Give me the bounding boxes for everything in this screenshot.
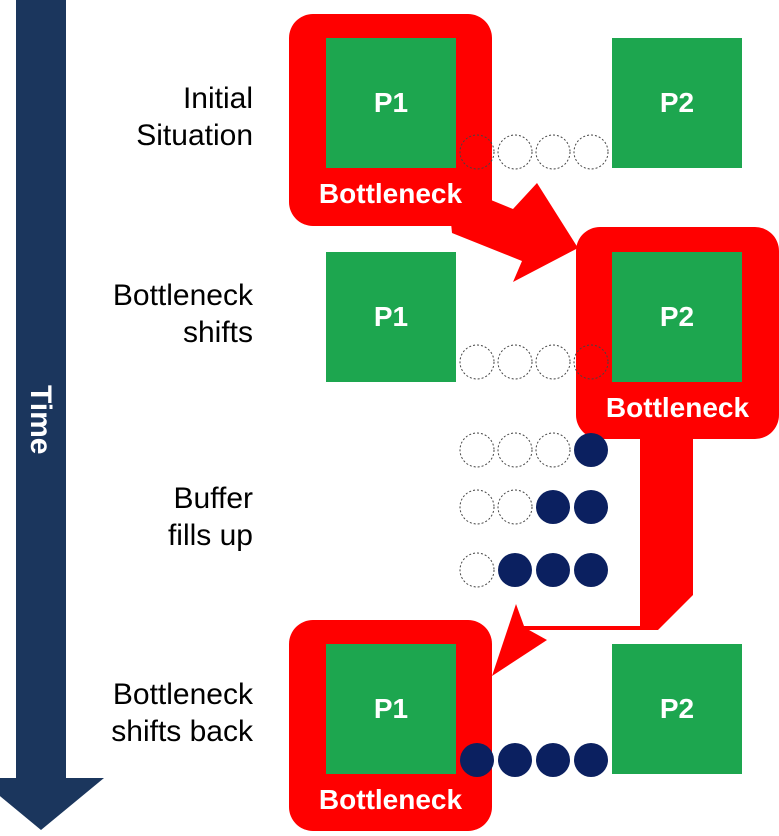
- stage-label-fills-line1: Buffer: [173, 482, 254, 515]
- stage-label-initial: Initial Situation: [136, 80, 253, 154]
- buffer-initial-item-1-empty: [459, 134, 495, 170]
- stage-label-shifts-line1: Bottleneck: [112, 279, 253, 312]
- machine-label-p1-shifts: P1: [373, 301, 409, 332]
- machine-label-p2-initial: P2: [659, 87, 695, 118]
- buffer-back-item-4-filled: [574, 743, 608, 777]
- buffer-fill-row-1-item-4-filled: [574, 433, 608, 467]
- buffer-fill-row-3-item-3-filled: [536, 553, 570, 587]
- machine-label-p1-initial: P1: [373, 87, 409, 118]
- machine-p2-initial: [612, 38, 742, 168]
- stage-label-shifts: Bottleneck shifts: [113, 277, 253, 351]
- buffer-shifts-item-3-empty: [535, 344, 571, 380]
- buffer-initial: [459, 134, 609, 170]
- buffer-fill-row-3-item-4-filled: [574, 553, 608, 587]
- stage-label-back-line2: shifts back: [111, 715, 253, 748]
- machine-p1-back: [326, 644, 456, 774]
- machine-p1-initial: [326, 38, 456, 168]
- time-axis-label: Time: [24, 385, 57, 455]
- stage-label-back-line1: Bottleneck: [112, 678, 253, 711]
- machine-p1-shifts: [326, 252, 456, 382]
- machine-label-p1-back: P1: [373, 693, 409, 724]
- buffer-initial-item-2-empty: [497, 134, 533, 170]
- buffer-fill-row-1-item-1-empty: [459, 432, 495, 468]
- buffer-back-item-1-filled: [460, 743, 494, 777]
- stage-label-fills: Buffer fills up: [168, 480, 253, 554]
- stage-label-initial-line1: Initial: [182, 82, 253, 115]
- machine-label-p2-back: P2: [659, 693, 695, 724]
- stage-label-back: Bottleneck shifts back: [111, 676, 253, 750]
- stage-label-shifts-line2: shifts: [182, 316, 253, 349]
- buffer-fill-row-2: [459, 489, 608, 525]
- buffer-fill-row-1: [459, 432, 608, 468]
- buffer-shifts: [459, 344, 609, 380]
- buffer-back-item-3-filled: [536, 743, 570, 777]
- buffer-shifts-item-2-empty: [497, 344, 533, 380]
- bottleneck-label-shifts: Bottleneck: [605, 392, 750, 423]
- buffer-shifts-item-4-empty: [573, 344, 609, 380]
- bottleneck-label-initial: Bottleneck: [318, 178, 463, 209]
- buffer-back-item-2-filled: [498, 743, 532, 777]
- time-arrow: [0, 0, 104, 830]
- buffer-fill-row-3: [459, 552, 608, 588]
- buffer-fill-row-2-item-1-empty: [459, 489, 495, 525]
- shift-arrow-2: [492, 434, 693, 676]
- buffer-fill-row-2-item-2-empty: [497, 489, 533, 525]
- stage-label-fills-line2: fills up: [167, 519, 253, 552]
- machine-p2-back: [612, 644, 742, 774]
- buffer-fill-row-2-item-4-filled: [574, 490, 608, 524]
- machine-label-p2-shifts: P2: [659, 301, 695, 332]
- buffer-initial-item-3-empty: [535, 134, 571, 170]
- buffer-fill-row-1-item-2-empty: [497, 432, 533, 468]
- buffer-shifts-item-1-empty: [459, 344, 495, 380]
- buffer-fill-row-3-item-1-empty: [459, 552, 495, 588]
- buffer-initial-item-4-empty: [573, 134, 609, 170]
- buffer-fill-row-2-item-3-filled: [536, 490, 570, 524]
- buffer-fill-row-3-item-2-filled: [498, 553, 532, 587]
- machine-p2-shifts: [612, 252, 742, 382]
- stage-label-initial-line2: Situation: [136, 119, 253, 152]
- bottleneck-label-back: Bottleneck: [318, 784, 463, 815]
- buffer-back: [460, 743, 608, 777]
- buffer-fill-row-1-item-3-empty: [535, 432, 571, 468]
